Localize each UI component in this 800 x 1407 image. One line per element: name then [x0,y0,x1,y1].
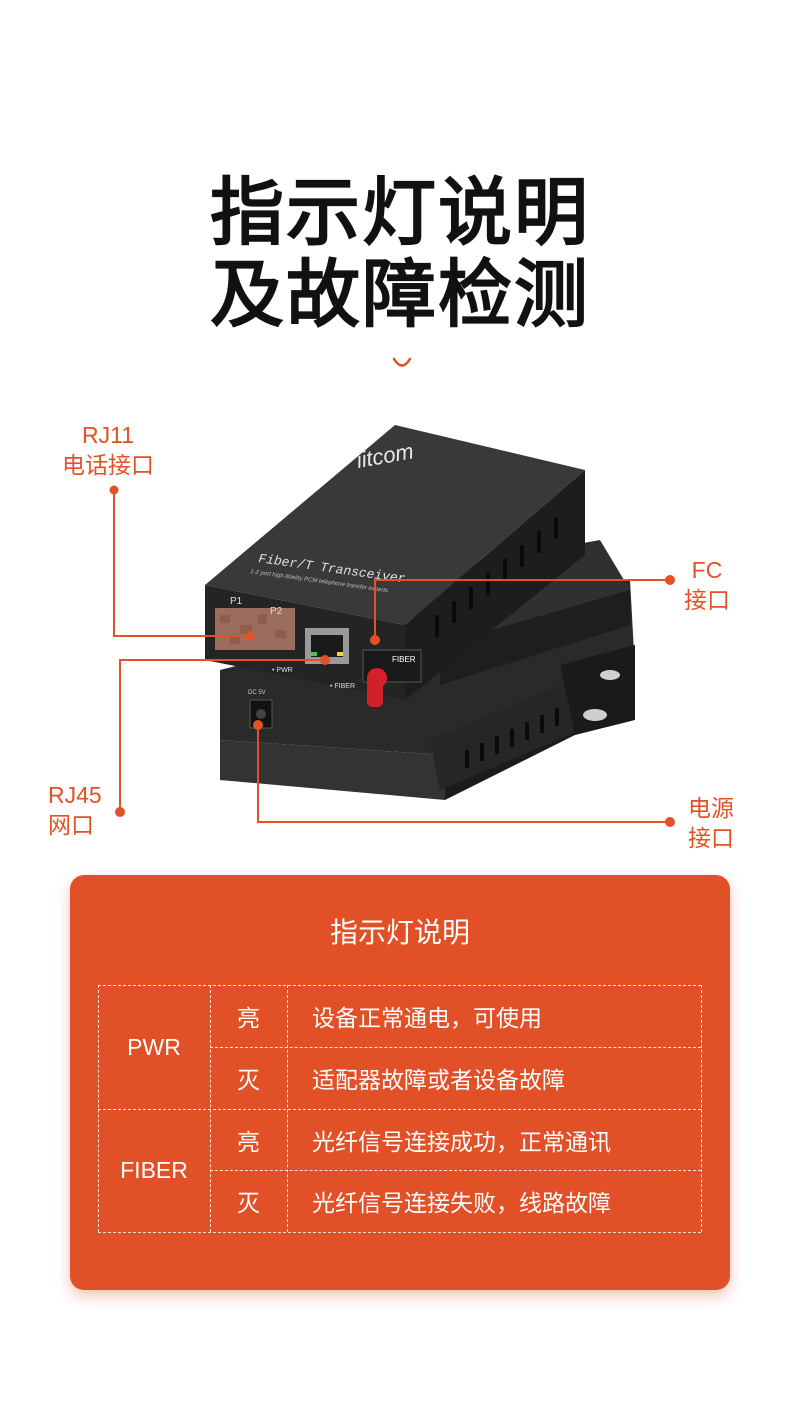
fiber-port-label: FIBER [392,655,416,664]
port-label-p1: P1 [230,596,243,607]
page-title-line1: 指示灯说明 [210,170,590,256]
table-row-indicator: FIBER [120,1157,188,1183]
port-label-p2: P2 [270,606,283,617]
transceiver-product-image: iitcom Fiber/T Transceiver 1-2 port high… [205,425,635,800]
indicator-panel: 指示灯说明 PWR 亮 设备正常通电，可使用 灭 适配器故障或者设备故障 FIB… [70,875,730,1290]
panel-title: 指示灯说明 [329,917,470,948]
led-label-pwr: • PWR [272,667,293,674]
led-label-fiber: • FIBER [330,683,355,690]
callout-fc-line1: FC [691,557,723,583]
table-cell-meaning: 设备正常通电，可使用 [312,1005,542,1031]
callout-rj11-line2: 电话接口 [62,452,154,478]
table-cell-state: 亮 [237,1128,260,1155]
table-row-indicator: PWR [127,1033,181,1060]
callout-power-line2: 接口 [688,825,734,851]
callout-rj45: RJ45 网口 [48,780,102,840]
callout-rj45-line2: 网口 [48,812,94,838]
callout-rj11: RJ11 电话接口 [62,420,154,480]
smile-decoration-icon [392,357,412,367]
callout-rj11-line1: RJ11 [82,422,134,448]
page-title-line2: 及故障检测 [210,252,590,338]
table-cell-meaning: 适配器故障或者设备故障 [312,1067,565,1093]
table-cell-state: 灭 [237,1190,260,1216]
table-cell-state: 亮 [237,1005,260,1031]
table-cell-meaning: 光纤信号连接失败，线路故障 [312,1190,611,1216]
table-cell-meaning: 光纤信号连接成功，正常通讯 [312,1128,611,1155]
power-port-label: DC 5V [248,690,266,696]
callout-power: 电源 接口 [688,793,734,853]
table-cell-state: 灭 [237,1067,260,1093]
callout-rj45-line1: RJ45 [48,782,102,808]
indicator-table: PWR 亮 设备正常通电，可使用 灭 适配器故障或者设备故障 FIBER 亮 光… [98,985,702,1233]
callout-power-line1: 电源 [688,795,734,821]
callout-fc: FC 接口 [684,555,730,615]
callout-fc-line2: 接口 [684,587,730,613]
